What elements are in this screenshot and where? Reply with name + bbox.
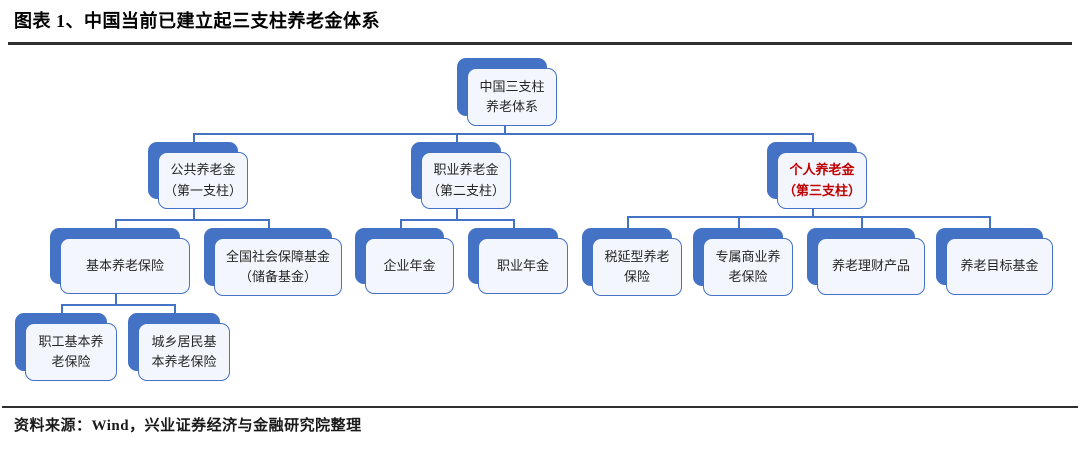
connector-pillar3-rail: [627, 216, 991, 218]
node-exclusive-commercial-label: 专属商业养 老保险: [703, 238, 793, 296]
connector-pillar2-stem: [456, 208, 458, 219]
node-root: 中国三支柱 养老体系: [457, 58, 557, 126]
connector-drop-tax-deferred: [627, 216, 629, 228]
connector-drop-exclusive-commercial: [738, 216, 740, 228]
node-pillar3-label: 个人养老金 （第三支柱）: [777, 152, 867, 209]
node-occupational-annuity: 职业年金: [468, 228, 568, 294]
connector-drop-basic-pension: [115, 219, 117, 228]
connector-drop-pillar2: [456, 133, 458, 143]
node-basic-pension: 基本养老保险: [50, 228, 190, 294]
node-exclusive-commercial-insurance: 专属商业养 老保险: [693, 228, 793, 296]
node-basic-pension-label: 基本养老保险: [60, 238, 190, 294]
node-rural-resident-pension: 城乡居民基 本养老保险: [128, 313, 230, 381]
connector-drop-wealth-product: [861, 216, 863, 228]
connector-drop-nssf: [268, 219, 270, 228]
node-pillar3: 个人养老金 （第三支柱）: [767, 142, 867, 209]
connector-basic-rail: [61, 304, 175, 306]
connector-drop-enterprise-annuity: [400, 219, 402, 228]
connector-pillar1-rail: [115, 219, 269, 221]
node-pillar1-label: 公共养老金 （第一支柱）: [158, 152, 248, 209]
connector-basic-stem: [115, 293, 117, 304]
connector-drop-occupational-annuity: [513, 219, 515, 228]
node-pillar2-label: 职业养老金 （第二支柱）: [421, 152, 511, 209]
figure-title: 图表 1、中国当前已建立起三支柱养老金体系: [14, 11, 380, 31]
node-urban-employee-label: 职工基本养 老保险: [25, 323, 117, 381]
node-tax-deferred-label: 税延型养老 保险: [592, 238, 682, 296]
node-nssf: 全国社会保障基金 （储备基金）: [204, 228, 342, 296]
node-pillar2: 职业养老金 （第二支柱）: [411, 142, 511, 209]
node-target-fund-label: 养老目标基金: [946, 238, 1053, 295]
connector-pillar2-rail: [400, 219, 514, 221]
connector-pillar3-stem: [812, 208, 814, 217]
node-tax-deferred-insurance: 税延型养老 保险: [582, 228, 682, 296]
source-note: 资料来源：Wind，兴业证券经济与金融研究院整理: [14, 418, 362, 434]
connector-root-rail: [193, 133, 813, 135]
node-wealth-product-label: 养老理财产品: [817, 238, 925, 295]
connector-drop-urban-employee: [61, 304, 63, 313]
node-occupational-annuity-label: 职业年金: [478, 238, 568, 294]
connector-drop-pillar1: [193, 133, 195, 143]
connector-root-stem: [504, 124, 506, 134]
source-divider-rule: [2, 406, 1078, 408]
node-nssf-label: 全国社会保障基金 （储备基金）: [214, 238, 342, 296]
node-urban-employee-pension: 职工基本养 老保险: [15, 313, 117, 381]
node-pillar1: 公共养老金 （第一支柱）: [148, 142, 248, 209]
title-divider-rule: [8, 42, 1072, 45]
node-rural-resident-label: 城乡居民基 本养老保险: [138, 323, 230, 381]
connector-pillar1-stem: [193, 208, 195, 219]
connector-drop-rural-resident: [174, 304, 176, 313]
node-enterprise-annuity: 企业年金: [355, 228, 454, 294]
connector-drop-pillar3: [812, 133, 814, 143]
node-pension-wealth-product: 养老理财产品: [807, 228, 925, 295]
node-root-label: 中国三支柱 养老体系: [467, 68, 557, 126]
node-pension-target-fund: 养老目标基金: [936, 228, 1053, 295]
node-enterprise-annuity-label: 企业年金: [365, 238, 454, 294]
connector-drop-target-fund: [989, 216, 991, 228]
